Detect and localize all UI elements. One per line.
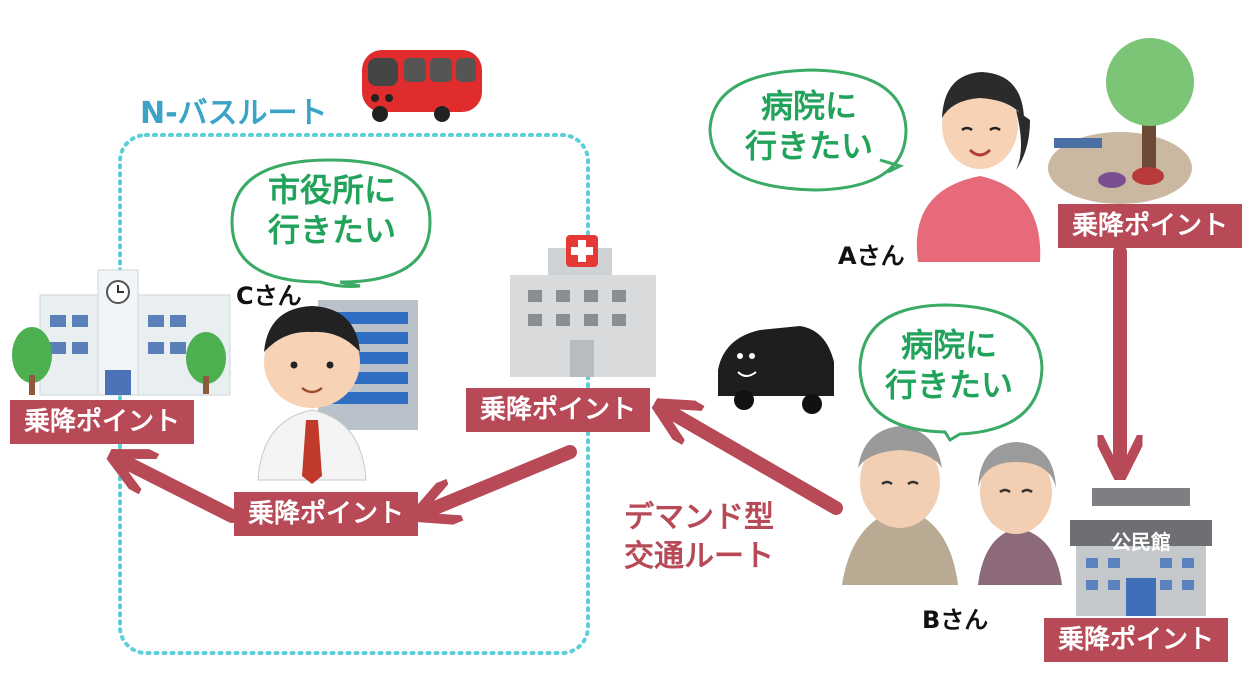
community-hall-icon — [1070, 488, 1212, 616]
speech-bubble-b — [858, 303, 1044, 443]
person-c-illustration — [257, 306, 367, 484]
person-c-name: Cさん — [236, 282, 302, 310]
bubble-a-text: 病院に 行きたい — [744, 87, 873, 165]
arrow-hospital-to-center — [430, 445, 577, 510]
stop-label-school: 乗降ポイント — [10, 400, 195, 444]
bus-route-title: N-バスルート — [140, 96, 328, 131]
community-hall-sign: 公民館 — [1111, 530, 1171, 554]
bubble-b-text: 病院に 行きたい — [884, 326, 1013, 404]
hospital-building-icon — [510, 235, 656, 377]
stop-label-community: 乗降ポイント — [1044, 618, 1229, 662]
school-building-icon — [12, 269, 231, 396]
arrow-elders-to-hospital — [670, 412, 843, 515]
speech-bubble-c — [230, 158, 432, 288]
arrow-center-to-school — [125, 462, 239, 523]
speech-bubble-a — [708, 68, 908, 192]
demand-route-text: デマンド型 交通ルート — [624, 500, 774, 574]
stop-label-center: 乗降ポイント — [234, 492, 419, 536]
person-b-name: Bさん — [922, 606, 989, 634]
person-a-illustration — [916, 72, 1041, 262]
park-tree-icon — [1048, 38, 1194, 204]
bus-icon — [362, 50, 482, 122]
person-a-name: Aさん — [838, 242, 905, 270]
stop-label-hospital: 乗降ポイント — [466, 388, 651, 432]
person-b-illustration — [842, 426, 1062, 585]
bubble-c-text: 市役所に 行きたい — [267, 171, 396, 249]
stop-label-park: 乗降ポイント — [1058, 204, 1243, 248]
taxi-icon — [718, 326, 834, 414]
route-arrows — [125, 245, 1120, 523]
